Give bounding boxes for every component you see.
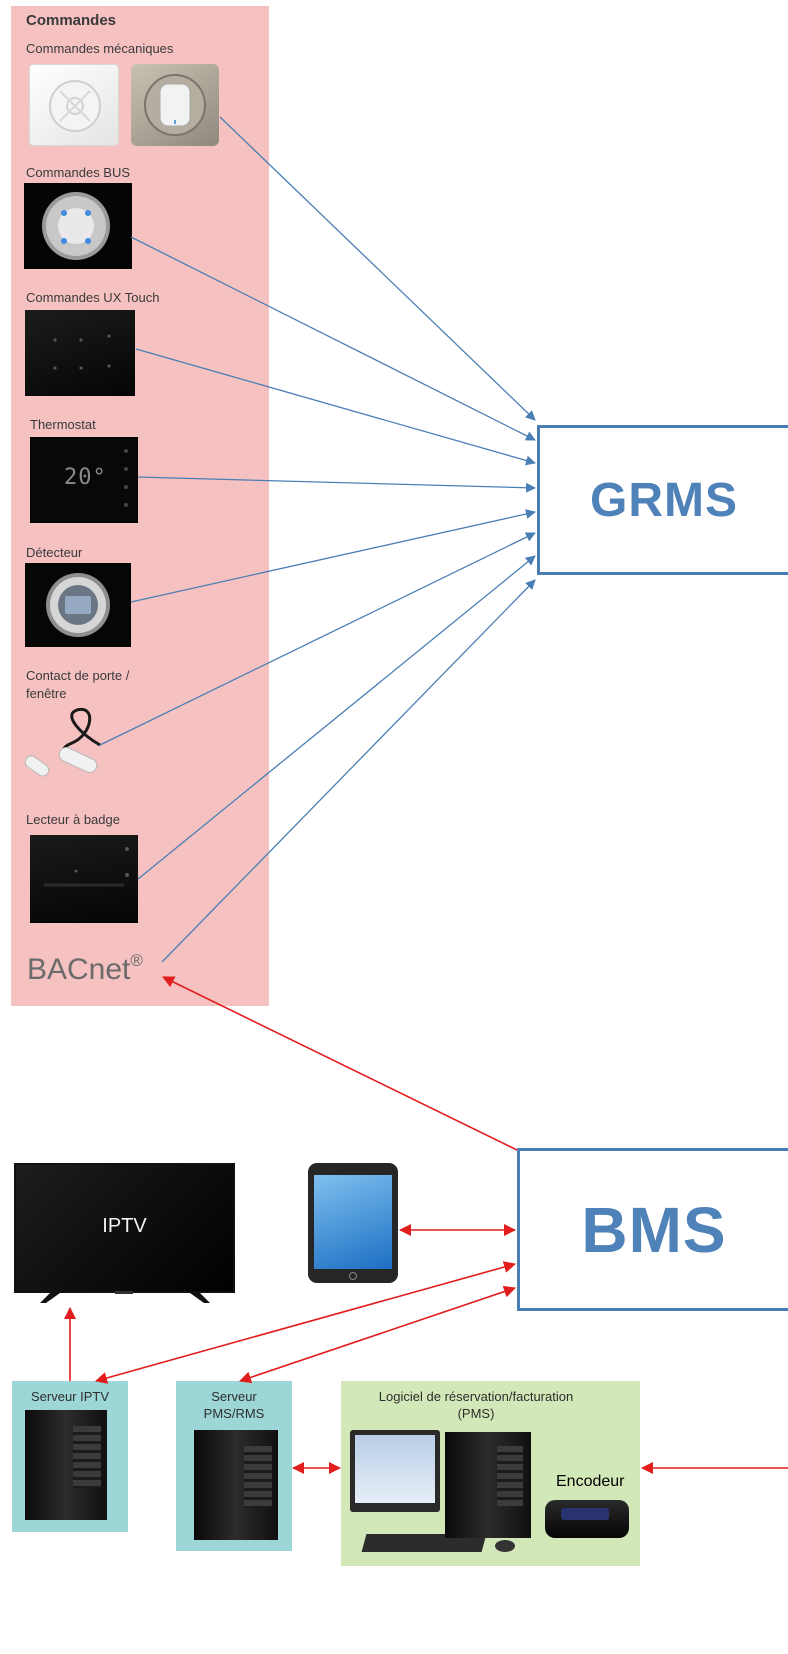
monitor-screen: [355, 1435, 435, 1503]
toggle-switch-icon: [144, 74, 206, 136]
badge-reader-device: [30, 835, 138, 923]
bms-box: BMS: [517, 1148, 788, 1311]
arrow-contact-grms: [99, 532, 536, 746]
thermostat-buttons-icon: [124, 449, 128, 507]
arrow-mecaniques-grms: [219, 116, 536, 421]
serveur-pms-line2: PMS/RMS: [203, 1406, 265, 1421]
arrow-bacnet-grms: [161, 579, 536, 963]
arrow-ux-grms: [135, 348, 536, 466]
pms-monitor: [350, 1430, 440, 1512]
label-contact-porte-line1: Contact de porte /: [26, 668, 130, 683]
label-commandes-mecaniques: Commandes mécaniques: [26, 41, 174, 56]
bacnet-text: BACnet: [27, 953, 131, 986]
arrow-lecteur-grms: [137, 555, 536, 880]
label-commandes-ux-touch: Commandes UX Touch: [26, 290, 160, 305]
serveur-iptv-tower: [25, 1410, 107, 1520]
pms-tower: [445, 1432, 531, 1538]
detector-device: [25, 563, 131, 647]
arrow-bms-bacnet: [162, 976, 518, 1151]
serveur-iptv-label: Serveur IPTV: [30, 1389, 110, 1404]
roller-shutter-icon: [49, 80, 101, 132]
drive-bays: [244, 1446, 272, 1508]
grms-box: GRMS: [537, 425, 788, 575]
serveur-pms-line1: Serveur: [211, 1389, 257, 1404]
label-detecteur: Détecteur: [26, 545, 83, 560]
bms-label: BMS: [581, 1193, 727, 1266]
label-commandes-bus: Commandes BUS: [26, 165, 131, 180]
serveur-pms-tower: [194, 1430, 278, 1540]
arrow-thermostat-grms: [137, 476, 536, 493]
arrow-bms-serveur-pms: [239, 1285, 516, 1384]
drive-bays: [497, 1446, 523, 1506]
tablet-screen: [314, 1175, 392, 1269]
touch-panel-icon: [53, 334, 111, 370]
arrow-detecteur-grms: [130, 509, 536, 603]
bus-keypad-icon: [42, 192, 110, 260]
bus-control-device: [24, 183, 132, 269]
arrow-bus-grms: [130, 236, 536, 441]
drive-bays: [73, 1426, 101, 1488]
mouse-icon: [495, 1540, 515, 1552]
encodeur-label: Encodeur: [556, 1473, 625, 1490]
bacnet-mark: ®: [130, 951, 143, 970]
label-thermostat: Thermostat: [30, 417, 96, 432]
door-contact-icon: [24, 708, 101, 777]
thermostat-device: 20°: [30, 437, 138, 523]
label-lecteur-badge: Lecteur à badge: [26, 812, 120, 827]
iptv-screen-label: IPTV: [102, 1215, 147, 1237]
motion-detector-icon: [46, 573, 110, 637]
ux-touch-device: [25, 310, 135, 396]
pms-label-line1: Logiciel de réservation/facturation: [378, 1389, 574, 1404]
encodeur-slot: [561, 1508, 609, 1520]
bacnet-label: BACnet®: [27, 951, 143, 987]
label-contact-porte-line2: fenêtre: [26, 686, 67, 701]
mechanical-switch-titanium: [131, 64, 219, 146]
mechanical-switch-white: [29, 64, 119, 146]
thermostat-display: 20°: [64, 465, 107, 490]
badge-reader-icon: [44, 847, 129, 887]
commandes-title: Commandes: [26, 12, 117, 29]
grms-label: GRMS: [590, 473, 738, 527]
arrow-bms-serveur-iptv: [95, 1261, 516, 1384]
pms-label-line2: (PMS): [457, 1406, 495, 1421]
encodeur-device: [545, 1500, 629, 1538]
